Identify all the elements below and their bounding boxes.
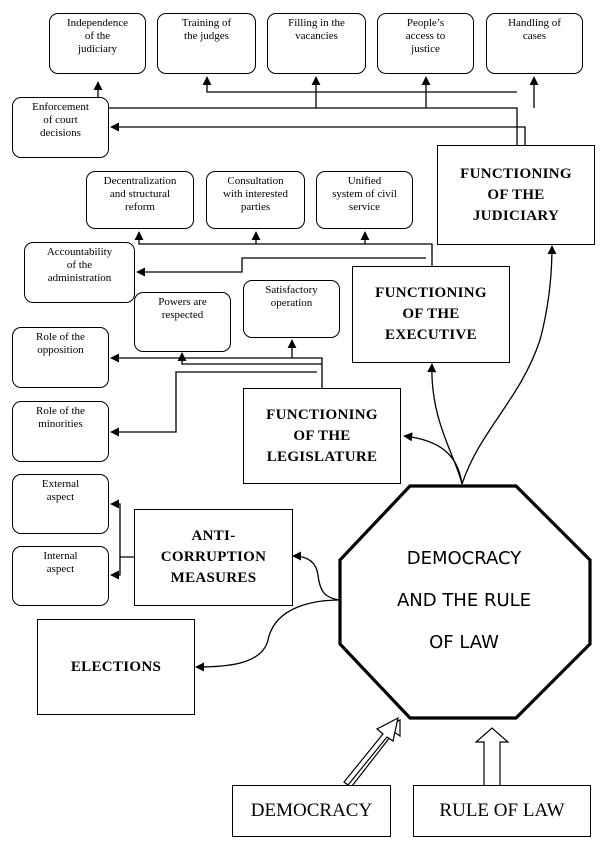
item-role-of-minorities: Role of the minorities [12, 401, 109, 462]
anticorruption-bus [110, 499, 134, 558]
curve-to-executive [427, 363, 463, 485]
executive-to-accountability [136, 257, 426, 277]
header-functioning-of-legislature: FUNCTIONING OF THE LEGISLATURE [243, 388, 401, 484]
item-training-of-judges: Training of the judges [157, 13, 256, 74]
item-decentralization: Decentralization and structural reform [86, 171, 194, 229]
header-anti-corruption-measures: ANTI- CORRUPTION MEASURES [134, 509, 293, 606]
header-elections: ELECTIONS [37, 619, 195, 715]
curve-to-legislature [403, 432, 463, 485]
source-rule-of-law: RULE OF LAW [413, 785, 591, 837]
item-enforcement-of-court-decisions: Enforcement of court decisions [12, 97, 109, 158]
source-democracy: DEMOCRACY [232, 785, 391, 837]
legislature-trunk [182, 357, 323, 388]
item-external-aspect: External aspect [12, 474, 109, 534]
executive-trunk [134, 231, 433, 268]
curve-to-elections [195, 599, 341, 672]
rule-of-law-hollow-arrow [474, 727, 510, 788]
item-accountability-of-administration: Accountability of the administration [24, 242, 135, 303]
item-powers-respected: Powers are respected [134, 292, 231, 352]
item-independence-of-judiciary: Independence of the judiciary [49, 13, 146, 74]
democracy-hollow-arrow [343, 716, 399, 786]
item-handling-of-cases: Handling of cases [486, 13, 583, 74]
curve-to-judiciary [461, 245, 557, 485]
item-internal-aspect: Internal aspect [12, 546, 109, 606]
legislature-to-opposition [110, 353, 322, 365]
legislature-to-minorities [110, 371, 317, 437]
judiciary-to-training [202, 76, 517, 93]
header-functioning-of-judiciary: FUNCTIONING OF THE JUDICIARY [437, 145, 595, 245]
center-octagon [338, 484, 592, 720]
header-functioning-of-executive: FUNCTIONING OF THE EXECUTIVE [352, 266, 510, 363]
item-satisfactory-operation: Satisfactory operation [243, 280, 340, 338]
center-title: DEMOCRACY AND THE RULE OF LAW [396, 548, 532, 653]
curve-to-anticorruption [292, 551, 341, 601]
item-peoples-access-to-justice: People’s access to justice [377, 13, 474, 74]
item-role-of-opposition: Role of the opposition [12, 327, 109, 388]
item-consultation: Consultation with interested parties [206, 171, 305, 229]
item-filling-vacancies: Filling in the vacancies [267, 13, 366, 74]
anticorruption-to-internal [110, 557, 121, 580]
judiciary-to-enforcement [110, 122, 526, 145]
item-unified-civil-service: Unified system of civil service [316, 171, 413, 229]
